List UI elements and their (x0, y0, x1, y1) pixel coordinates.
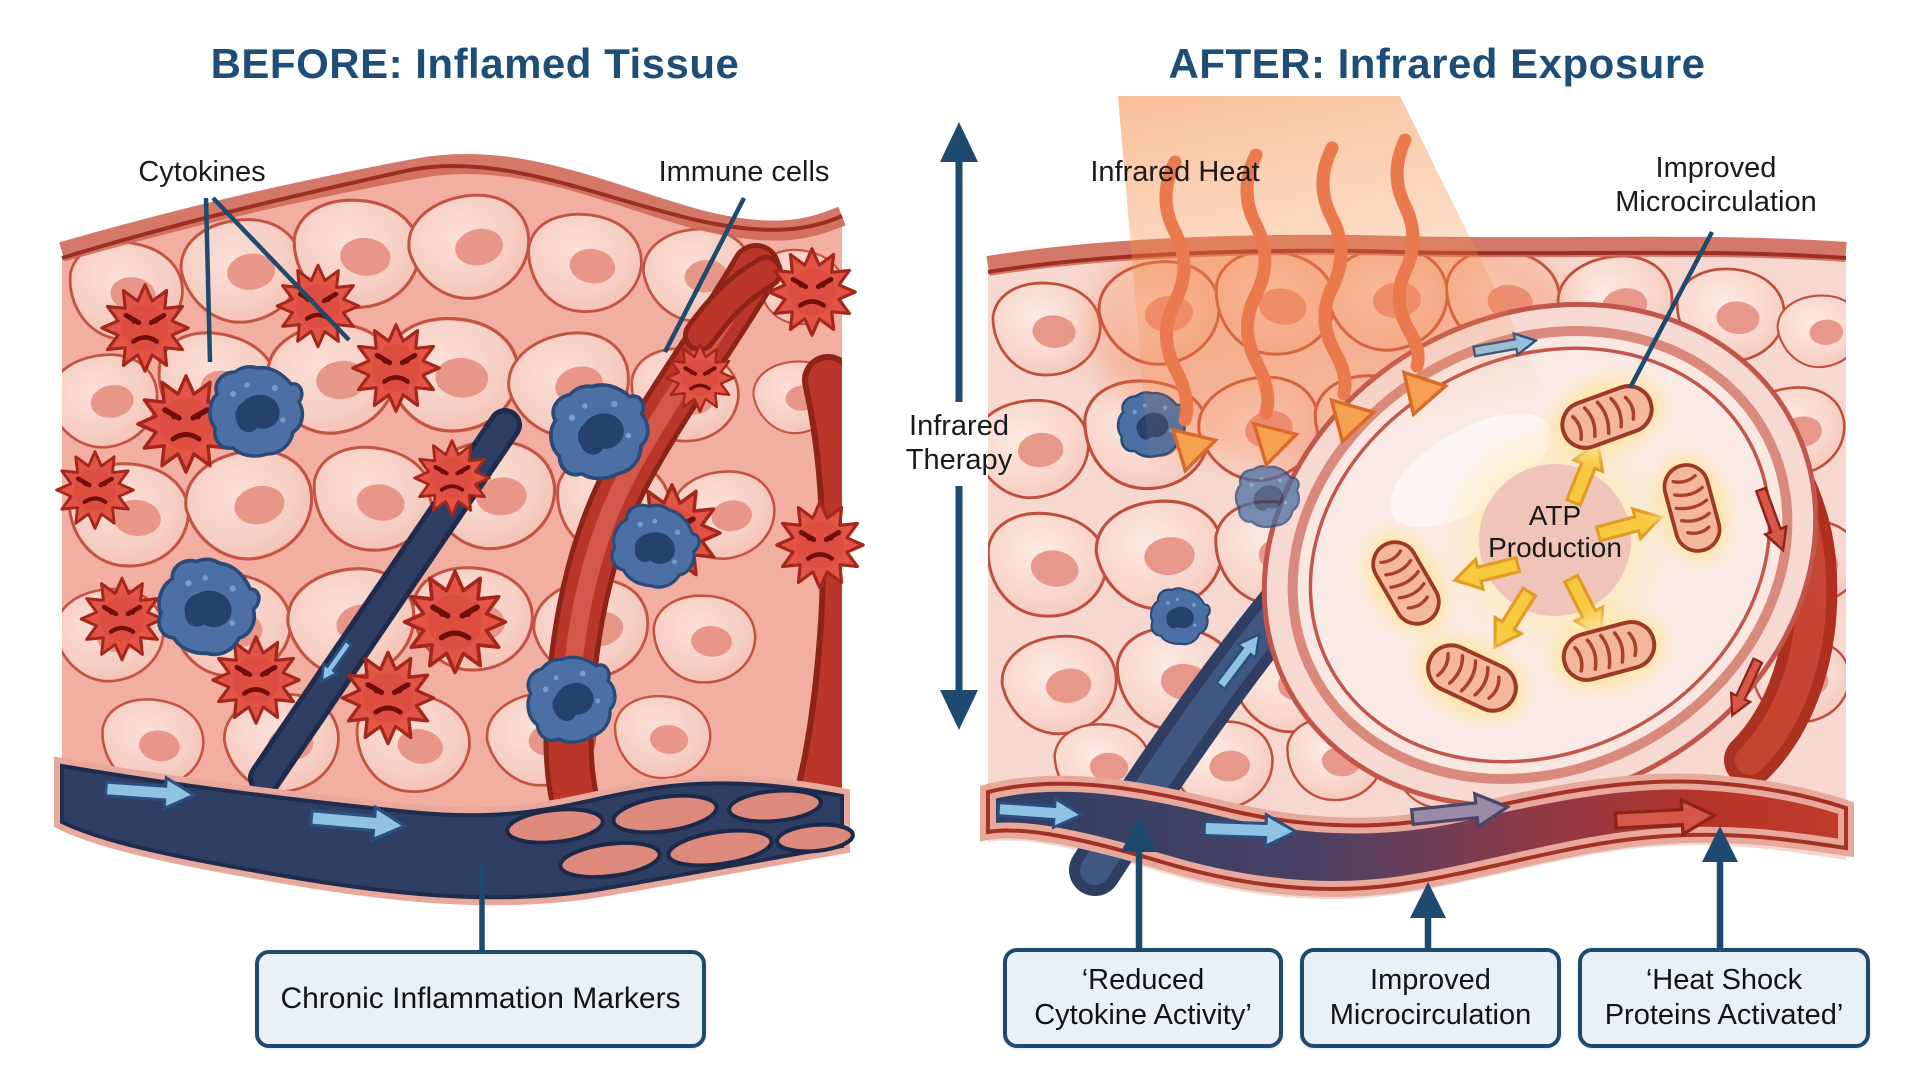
reduced-cytokine-callout: ‘Reduced Cytokine Activity’ (1003, 948, 1283, 1048)
atp-production-label: ATP Production (1488, 500, 1622, 564)
heat-shock-callout: ‘Heat Shock Proteins Activated’ (1578, 948, 1870, 1048)
improved-microcirculation-callout: Improved Microcirculation (1300, 948, 1561, 1048)
improved-microcirculation-label: Improved Microcirculation (1615, 152, 1817, 218)
immune-cells-pointer-line (662, 196, 747, 354)
arrow-up-icon (1121, 816, 1157, 852)
infrared-therapy-arrow (940, 122, 978, 730)
after-tissue-illustration (980, 96, 1854, 900)
cytokines-pointer-line (203, 197, 213, 363)
infrared-heat-label: Infrared Heat (1090, 156, 1260, 188)
congested-vein (54, 756, 855, 906)
before-panel-title: BEFORE: Inflamed Tissue (210, 40, 740, 87)
heat-wave-icons (1159, 133, 1425, 427)
capillary-mesh (505, 788, 855, 880)
chronic-inflammation-callout: Chronic Inflammation Markers (255, 950, 706, 1048)
arrow-up-icon (1702, 826, 1738, 862)
arrow-up-icon (1410, 882, 1446, 918)
before-tissue-illustration (54, 153, 864, 906)
immune-cell-icon (208, 365, 305, 458)
immune-cell-icon (1234, 465, 1301, 529)
microcirculation-pointer-line (1628, 230, 1714, 390)
immune-cells-label: Immune cells (658, 156, 830, 188)
infrared-beam (1118, 96, 1565, 478)
atp-core (1479, 464, 1631, 616)
after-panel-title: AFTER: Infrared Exposure (1168, 40, 1706, 87)
pointer-lines (203, 196, 1714, 950)
microcirculation-vessel (980, 773, 1854, 898)
arrow-down-icon (940, 690, 978, 730)
callout-up-arrows (1121, 816, 1738, 948)
cytokines-label: Cytokines (138, 156, 266, 188)
energized-cell (1261, 301, 1819, 809)
cytokines-pointer-line (211, 196, 351, 342)
infrared-therapy-label: Infrared Therapy (905, 410, 1013, 476)
arrow-up-icon (940, 122, 978, 162)
